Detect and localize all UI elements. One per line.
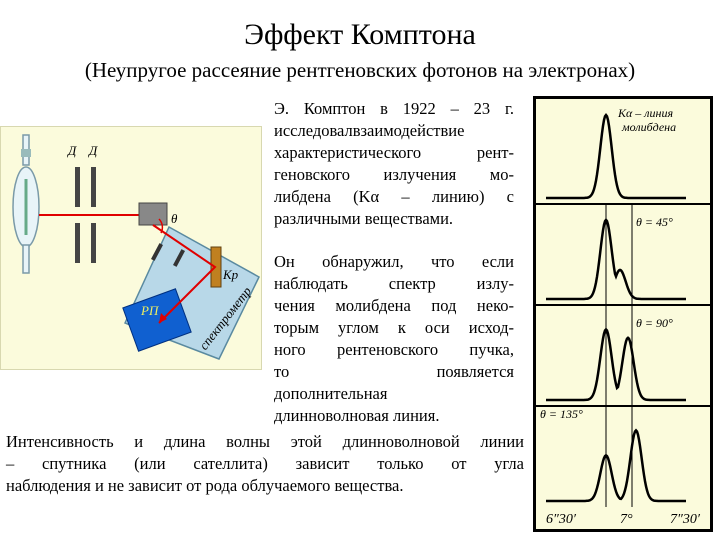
x-tick-label: 7″30′ <box>670 512 701 527</box>
compton-apparatus-figure: Д Д θ Кр РП спектрометр <box>0 126 262 370</box>
page-subtitle: (Неупругое рассеяние рентгеновских фотон… <box>84 58 636 82</box>
spectrum-angle-label: θ = 135° <box>540 407 583 421</box>
text-line: – спутника (или сателлита) зависит тольк… <box>6 454 524 473</box>
spectrum-angle-label: θ = 45° <box>636 215 673 229</box>
crystal-label: Кр <box>222 267 239 282</box>
spectrum-angle-label: θ = 90° <box>636 316 673 330</box>
text-line: Э. Комптон в 1922 – 23 г. <box>274 99 514 118</box>
text-line: наблюдать спектр излу- <box>274 274 514 293</box>
scatterer-icon <box>138 202 168 226</box>
text-line: либдена (Kα – линию) с <box>274 187 514 206</box>
page-title: Эффект Комптона <box>244 18 476 51</box>
text-line: исследовалвзаимодействие <box>274 121 465 140</box>
diaphragm-label-2: Д <box>87 143 98 158</box>
text-line: различными веществами. <box>274 209 454 228</box>
text-line: ного рентеновского пучка, <box>274 340 514 359</box>
paragraph-conclusion: Интенсивность и длина волны этой длиннов… <box>6 431 524 497</box>
detector-icon <box>122 288 192 352</box>
apparatus-drawing: Д Д θ Кр РП спектрометр <box>12 134 260 360</box>
spectra-title-line-1: Kα – линия <box>617 106 673 120</box>
spectra-drawing: Kα – линия молибдена θ = 45° θ = 90° θ = 1… <box>536 106 710 527</box>
diaphragm-icon <box>75 167 96 263</box>
paragraph-discovery: Он обнаружил, что если наблюдать спектр … <box>274 251 514 427</box>
text-line: Он обнаружил, что если <box>274 252 514 271</box>
compton-spectra-figure: Kα – линия молибдена θ = 45° θ = 90° θ = 1… <box>533 96 713 532</box>
spectra-title-line-2: молибдена <box>621 120 676 134</box>
spectrum-curve <box>546 327 686 402</box>
spectrum-curve <box>546 428 686 503</box>
text-line: наблюдения и не зависит от рода облучаем… <box>6 476 404 495</box>
text-line: длинноволновая линия. <box>274 406 440 425</box>
spectrum-curve <box>546 217 686 301</box>
text-line: то появляется <box>274 362 514 381</box>
x-tick-label: 6″30′ <box>546 512 577 527</box>
x-tick-label: 7° <box>620 512 633 527</box>
paragraph-compton-history: Э. Комптон в 1922 – 23 г. исследовалвзаи… <box>274 98 514 230</box>
text-line: дополнительная <box>274 384 388 403</box>
xray-tube-icon <box>12 134 40 274</box>
diaphragm-label-1: Д <box>66 143 77 158</box>
text-line: торым углом к оси исход- <box>274 318 514 337</box>
text-line: чения молибдена под неко- <box>274 296 514 315</box>
spectrum-curve <box>546 112 686 200</box>
detector-label: РП <box>140 303 160 318</box>
scattered-beam <box>152 224 217 324</box>
text-line: характеристического рент- <box>274 143 514 162</box>
theta-label: θ <box>171 211 178 226</box>
text-line: геновского излучения мо- <box>274 165 514 184</box>
text-line: Интенсивность и длина волны этой длиннов… <box>6 432 524 451</box>
